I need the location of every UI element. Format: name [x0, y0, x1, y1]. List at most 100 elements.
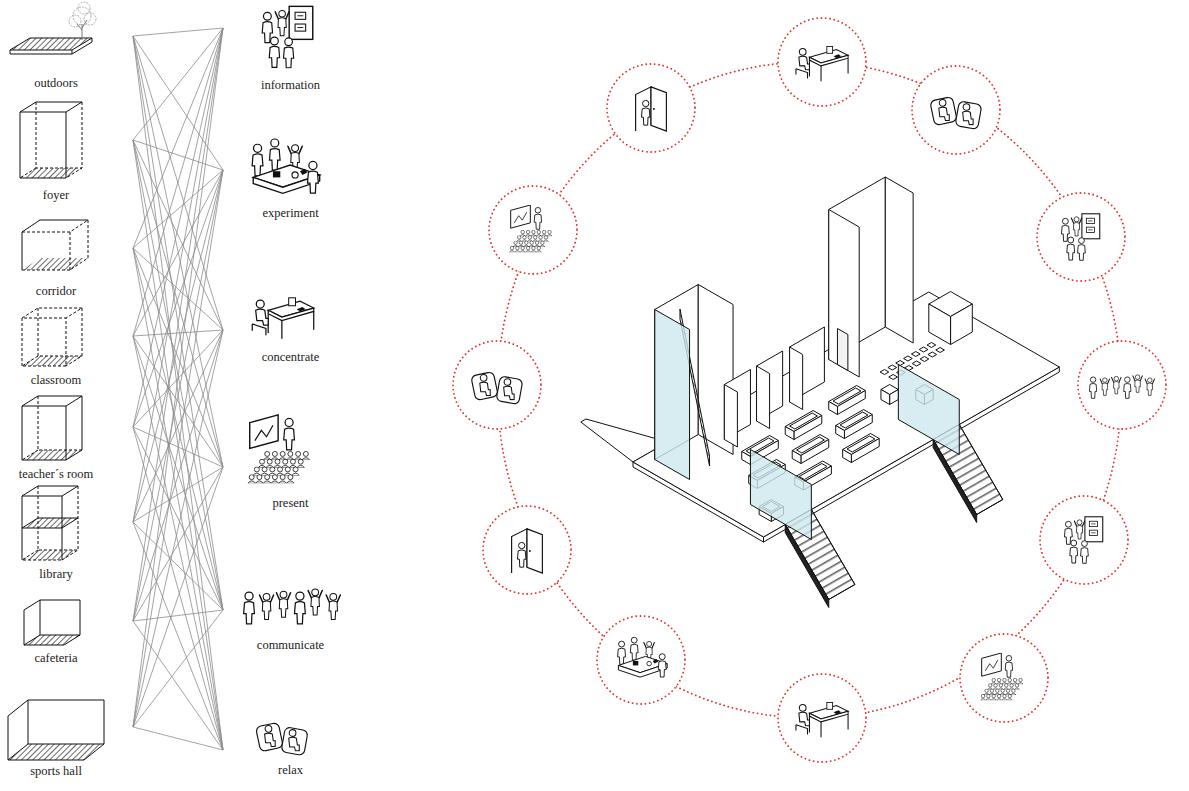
activity-bubble — [778, 18, 866, 106]
space-label: corridor — [0, 284, 112, 298]
connection-line — [133, 248, 223, 467]
right-tower — [829, 177, 913, 377]
activity-icons — [262, 6, 313, 67]
activity-type: experiment — [223, 138, 353, 220]
activity-bubble — [483, 506, 571, 594]
activity-type: communicate — [223, 580, 353, 652]
activity-bubble — [512, 529, 543, 573]
sports-hall-icon — [8, 700, 104, 760]
space-type: outdoors — [0, 4, 133, 90]
connection-line — [133, 336, 223, 750]
space-type: teacher´s room — [0, 393, 133, 481]
activity-bubble — [778, 674, 866, 762]
cafeteria-icon — [24, 600, 80, 645]
outdoors-icon — [10, 38, 92, 54]
seat-grid — [889, 375, 898, 380]
connection-line — [133, 467, 223, 727]
benches — [851, 439, 879, 463]
activity-bubble — [980, 653, 1023, 700]
foyer-icon — [20, 168, 82, 178]
staircases — [750, 365, 1002, 608]
classroom-icon — [22, 356, 82, 366]
activity-bubble — [597, 616, 685, 704]
activity-bubble — [912, 66, 1000, 154]
teachers-room-icon — [22, 396, 82, 460]
activity-label: relax — [233, 763, 348, 777]
space-label: library — [0, 567, 112, 581]
connection-line — [133, 28, 223, 140]
cafeteria-icon — [24, 635, 80, 645]
foyer-icon — [20, 102, 82, 178]
seat-grid — [888, 365, 897, 370]
activity-bubble — [1089, 375, 1154, 398]
seat-grid — [927, 343, 936, 348]
activity-bubble — [912, 66, 1000, 154]
outdoors-icon — [73, 7, 91, 25]
space-label: cafeteria — [0, 651, 112, 665]
activity-bubble — [489, 186, 577, 274]
teachers-room-icon — [22, 396, 82, 460]
benches — [929, 304, 951, 345]
connector-group — [133, 28, 223, 750]
space-label: classroom — [0, 373, 112, 387]
staircases — [898, 365, 959, 455]
sports-hall-icon — [8, 700, 104, 760]
connection-line — [133, 36, 223, 750]
activity-icons — [248, 415, 310, 483]
activity-bubble — [778, 18, 866, 106]
seat-grid — [936, 348, 945, 353]
connection-line — [133, 330, 223, 336]
activity-bubble — [1064, 517, 1102, 564]
partition-walls — [724, 327, 824, 447]
activity-label: concentrate — [233, 350, 348, 364]
corridor-icon — [22, 258, 88, 270]
connection-line — [133, 427, 223, 610]
activity-bubble — [1037, 193, 1125, 281]
connection-line — [133, 170, 223, 522]
cafeteria-icon — [24, 600, 80, 645]
activity-bubble — [960, 634, 1048, 722]
space-label: teacher´s room — [0, 467, 112, 481]
library-icon — [22, 486, 78, 560]
right-tower — [837, 329, 847, 371]
activity-icons — [252, 298, 313, 339]
connection-line — [133, 330, 223, 621]
activity-ring — [498, 62, 1122, 718]
seat-grid — [912, 361, 921, 366]
activity-label: communicate — [233, 638, 348, 652]
library-icon — [22, 550, 78, 560]
partition-walls — [757, 366, 770, 429]
benches — [836, 426, 845, 439]
activity-icons — [256, 722, 309, 755]
connection-line — [133, 28, 223, 727]
activity-bubble — [607, 64, 695, 152]
space-type: classroom — [0, 305, 133, 387]
right-tower — [885, 177, 913, 343]
connection-line — [133, 170, 223, 727]
library-icon — [22, 486, 78, 560]
space-type: foyer — [0, 97, 133, 202]
seat-grid — [911, 352, 920, 357]
benches — [843, 450, 852, 463]
activity-type: present — [223, 412, 353, 510]
foyer-icon — [20, 102, 82, 178]
left-tower — [655, 285, 733, 480]
sports-hall-icon — [8, 744, 104, 760]
activity-bubble — [1037, 193, 1125, 281]
benches — [890, 390, 899, 405]
activity-bubble — [453, 341, 541, 429]
isometric-building — [572, 177, 1059, 608]
activity-bubble — [778, 674, 866, 762]
activity-type: information — [223, 4, 353, 92]
activity-bubble — [471, 371, 523, 404]
corridor-icon — [22, 220, 88, 270]
seat-grid — [880, 370, 889, 375]
benches — [785, 427, 794, 440]
activity-bubble — [607, 64, 695, 152]
partition-walls — [790, 347, 803, 410]
activity-bubble — [1040, 496, 1128, 584]
activity-ring — [453, 18, 1166, 762]
classroom-icon — [22, 308, 82, 366]
connection-line — [133, 610, 223, 727]
